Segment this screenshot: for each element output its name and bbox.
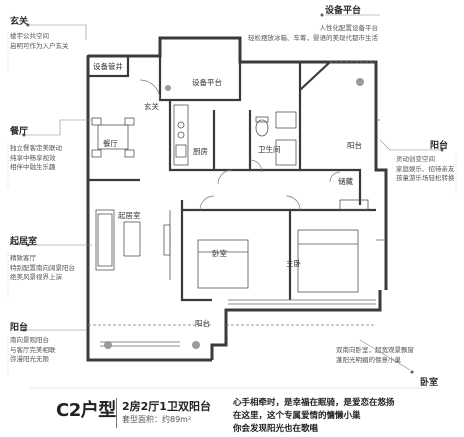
room-yangtai-bottom: 阳台 <box>195 319 210 328</box>
footer-divider <box>116 398 117 428</box>
callout-shebei-title: 设备平台 <box>325 6 362 16</box>
callout-yangtai-left-title: 阳台 <box>10 323 29 333</box>
room-shebei-guanjing: 设备管井 <box>93 62 123 71</box>
slogan-line-3: 你会发现阳光也在歌唱 <box>233 424 319 434</box>
room-chufang: 厨房 <box>193 147 208 156</box>
unit-layout: 2房2厅1卫双阳台 <box>122 400 211 413</box>
slogan-line-2: 在这里，这个专属爱情的慵懒小巢 <box>233 411 361 421</box>
room-shebei-pingtai: 设备平台 <box>192 78 222 87</box>
room-woshi: 卧室 <box>212 249 227 258</box>
callout-lines <box>26 14 440 371</box>
bedroom-furniture <box>197 199 369 293</box>
dining-table <box>91 117 135 158</box>
room-xuanguan: 玄关 <box>144 102 159 111</box>
door-swings <box>139 79 341 211</box>
callout-woshi-title: 卧室 <box>420 378 439 388</box>
windows <box>100 119 384 347</box>
callout-yangtai-right-title: 阳台 <box>430 141 449 151</box>
room-canting: 餐厅 <box>103 139 118 148</box>
callout-canting-text: 独立餐客定美联动 纯享中畅享视效 相伴中融生乐趣 <box>10 144 62 171</box>
living-furniture <box>95 209 171 280</box>
room-qijushi: 起居室 <box>118 211 141 220</box>
interior-walls <box>86 54 376 302</box>
unit-type: C2户型 <box>56 400 116 421</box>
callout-qijushi-text: 精致客厅 特别配置南向阔景阳台 绝美风景视界上演 <box>10 254 75 281</box>
callout-woshi-text: 双南向卧室，超宽观景飘窗 蓬阳光明媚的惬意小巢 <box>336 346 414 364</box>
room-chuna: 储藏 <box>338 177 353 186</box>
bathroom-fixtures <box>255 111 297 166</box>
balcony-dash <box>88 61 376 326</box>
plant-icons <box>104 78 364 349</box>
callout-yangtai-left-text: 南向景观阳台 与客厅完美相联 弥漫阳光无限 <box>10 336 56 363</box>
callout-dots <box>22 13 444 374</box>
room-yangtai-top: 阳台 <box>347 141 362 150</box>
callout-yangtai-right-text: 灵动创变空间 家庭娱乐、招待亲友 孩童游乐场轻松转换 <box>396 155 455 182</box>
unit-area: 套型面积：约89m² <box>122 415 192 424</box>
slogan-line-1: 心手相牵时，是幸福在眠骑，是爱恋在悠扬 <box>233 398 395 408</box>
callout-xuanguan-text: 楼宇公共空间 启明可作为入户玄关 <box>10 32 69 50</box>
callout-qijushi-title: 起居室 <box>10 237 38 247</box>
room-zhuwo: 主卧 <box>286 259 301 268</box>
room-weishengjian: 卫生间 <box>258 145 281 154</box>
callout-xuanguan-title: 玄关 <box>10 17 29 27</box>
callout-shebei-text: 人性化配置设备平台 轻松摆放冰箱、车筹，婴语的美现代都市生活 <box>248 24 378 42</box>
callout-canting-title: 餐厅 <box>10 127 29 137</box>
callout-dotted <box>7 32 457 378</box>
kitchen-fixtures <box>173 104 189 166</box>
